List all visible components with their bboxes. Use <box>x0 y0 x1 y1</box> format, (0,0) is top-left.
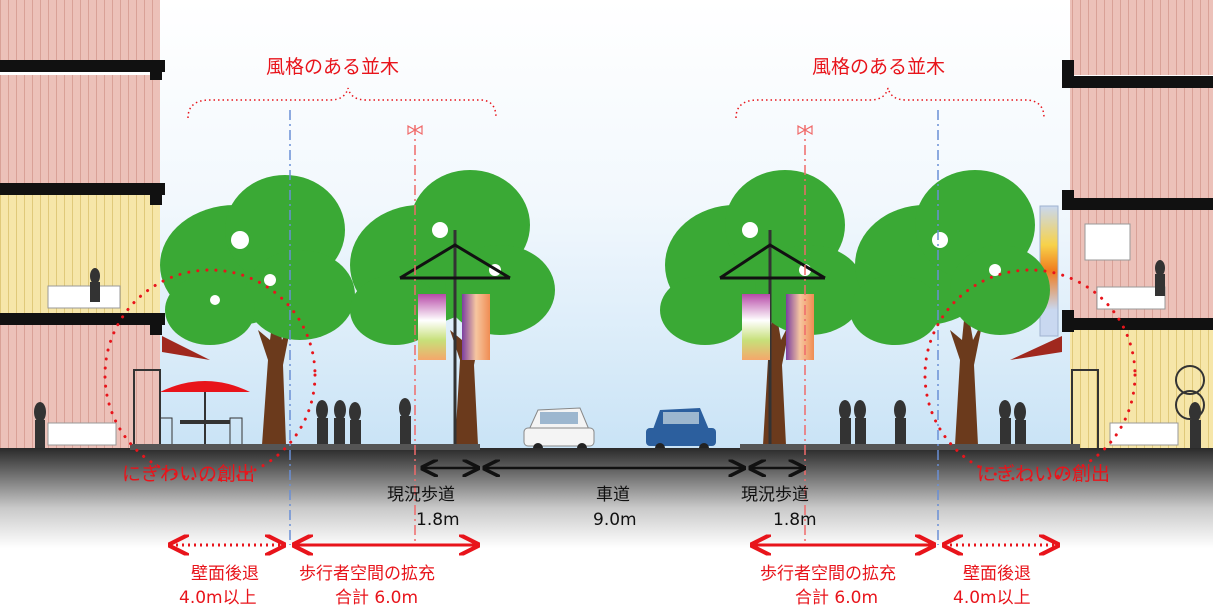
sidewalk-left-value: 1.8m <box>416 510 460 530</box>
trees-left-label: 風格のある並木 <box>266 56 400 78</box>
sidewalk-left-name: 現況歩道 <box>387 485 455 505</box>
tree-1 <box>160 175 355 445</box>
marker-icon <box>797 124 813 136</box>
car-white <box>523 407 595 453</box>
sidewalk-right-value: 1.8m <box>773 510 817 530</box>
bustle-right-label: にぎわいの創出 <box>977 463 1111 485</box>
setback-left-line2: 4.0m以上 <box>179 588 257 608</box>
street-banner-right <box>719 230 826 445</box>
tree-brace-right <box>735 87 1045 119</box>
pedestrian-left-line1: 歩行者空間の拡充 <box>299 564 435 584</box>
right-building <box>1010 0 1213 451</box>
bustle-circle-left <box>103 268 317 482</box>
sidewalk-right-name: 現況歩道 <box>741 485 809 505</box>
bustle-circle-right <box>923 268 1137 482</box>
pedestrians <box>34 260 1201 448</box>
roadway-name: 車道 <box>596 485 630 505</box>
pedestrian-right-line2: 合計 6.0m <box>795 588 878 608</box>
trees-right-label: 風格のある並木 <box>812 56 946 78</box>
setback-right-line2: 4.0m以上 <box>953 588 1031 608</box>
marker-icon <box>407 124 423 136</box>
pedestrian-left-line2: 合計 6.0m <box>335 588 418 608</box>
roadway-value: 9.0m <box>593 510 637 530</box>
tree-4 <box>850 170 1050 445</box>
street-banner-left <box>399 230 511 445</box>
left-building <box>0 0 210 451</box>
tree-brace-left <box>187 87 497 119</box>
pedestrian-right-line1: 歩行者空間の拡充 <box>760 564 896 584</box>
setback-right-line1: 壁面後退 <box>963 564 1031 584</box>
setback-left-line1: 壁面後退 <box>191 564 259 584</box>
bustle-left-label: にぎわいの創出 <box>122 463 256 485</box>
